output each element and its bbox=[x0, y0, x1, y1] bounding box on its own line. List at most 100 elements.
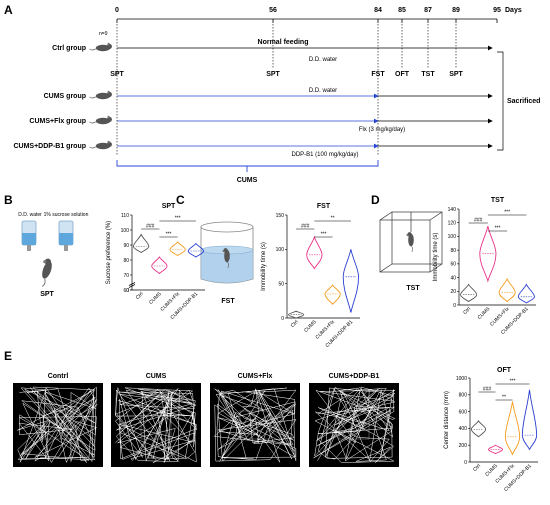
violin bbox=[521, 389, 538, 451]
y-axis-label: Center distance (mm) bbox=[444, 391, 450, 449]
bottle-icon bbox=[21, 220, 37, 251]
bottle-icon bbox=[58, 220, 74, 251]
violin bbox=[460, 283, 478, 303]
violin bbox=[517, 283, 535, 304]
test-label: FST bbox=[371, 71, 385, 78]
y-tick-label: 60 bbox=[123, 288, 129, 294]
x-tick-label: Ctrl bbox=[472, 463, 482, 473]
x-tick-label: Ctrl bbox=[135, 291, 145, 301]
chart-title: OFT bbox=[497, 367, 512, 374]
y-axis-label: Immobility time (s) bbox=[433, 233, 439, 282]
y-tick-label: 100 bbox=[121, 228, 130, 234]
significance-label: *** bbox=[175, 216, 181, 222]
panel-c: C FST bbox=[176, 193, 254, 305]
significance-label: *** bbox=[166, 232, 172, 238]
arena-center-zone bbox=[338, 410, 370, 440]
axis-break bbox=[128, 282, 136, 286]
group-label: CUMS+DDP-B1 group bbox=[13, 143, 86, 150]
y-tick-label: 60 bbox=[450, 262, 456, 268]
violin bbox=[487, 444, 504, 455]
chart-title: FST bbox=[317, 203, 331, 210]
test-label: SPT bbox=[266, 71, 280, 78]
y-tick-label: 50 bbox=[278, 281, 284, 287]
movement-track bbox=[17, 386, 98, 463]
y-tick-label: 100 bbox=[448, 234, 457, 240]
timeline-tick-label: 95 bbox=[493, 7, 501, 14]
panel-b: B D.D. water 1% sucrose solution SPT bbox=[4, 193, 89, 298]
mouse-icon bbox=[89, 90, 113, 100]
y-tick-label: 400 bbox=[459, 426, 468, 432]
sucrose-bottle-label: 1% sucrose solution bbox=[44, 212, 89, 218]
significance-label: *** bbox=[321, 232, 327, 238]
y-tick-label: 0 bbox=[126, 288, 129, 294]
box-icon bbox=[379, 211, 443, 273]
significance-label: ### bbox=[301, 224, 310, 230]
violin bbox=[470, 420, 487, 438]
y-tick-label: 1000 bbox=[456, 376, 467, 382]
y-tick-label: 120 bbox=[448, 221, 457, 227]
arena-title: CUMS bbox=[146, 373, 167, 380]
x-tick-label: CUMS bbox=[148, 291, 163, 306]
y-tick-label: 0 bbox=[464, 460, 467, 466]
y-tick-label: 100 bbox=[276, 247, 285, 253]
y-tick-label: 20 bbox=[450, 289, 456, 295]
violin bbox=[187, 242, 204, 258]
panel-letter: D bbox=[371, 193, 380, 207]
significance-label: ### bbox=[483, 387, 492, 393]
y-tick-label: 140 bbox=[448, 207, 457, 213]
flx-dose-label: Flx (3 mg/kg/day) bbox=[359, 127, 405, 133]
group-label: Ctrl group bbox=[52, 45, 86, 52]
y-tick-label: 80 bbox=[123, 258, 129, 264]
fst-caption: FST bbox=[221, 298, 235, 305]
cums-brace bbox=[116, 160, 379, 167]
test-label: OFT bbox=[395, 71, 410, 78]
panel-d: D TST bbox=[371, 193, 443, 292]
water-tank-icon bbox=[200, 221, 254, 284]
test-markers bbox=[116, 24, 457, 156]
mouse-icon bbox=[406, 231, 415, 253]
violin bbox=[151, 256, 168, 275]
y-tick-label: 90 bbox=[123, 243, 129, 249]
sacrificed-bracket bbox=[497, 51, 504, 151]
x-tick-label: CUMS bbox=[303, 319, 318, 334]
dd-water-cums-label: D.D. water bbox=[309, 88, 337, 94]
y-tick-label: 0 bbox=[453, 303, 456, 309]
mouse-icon bbox=[89, 140, 113, 150]
panel-letter: C bbox=[176, 193, 185, 207]
y-axis-label: Sucrose preference (%) bbox=[106, 221, 112, 284]
x-tick-label: Ctrl bbox=[290, 319, 300, 329]
test-label: TST bbox=[421, 71, 435, 78]
violin bbox=[498, 277, 516, 303]
y-tick-label: 600 bbox=[459, 409, 468, 415]
panel-letter: A bbox=[4, 3, 13, 17]
movement-track bbox=[115, 387, 197, 464]
timeline-tick-label: 0 bbox=[115, 7, 119, 14]
arena-center-zone bbox=[140, 410, 172, 440]
significance-label: ** bbox=[502, 395, 506, 401]
sacrificed-label: Sacrificed bbox=[507, 98, 540, 105]
dd-water-ctrl-label: D.D. water bbox=[309, 57, 337, 63]
mice bbox=[89, 42, 113, 150]
violin bbox=[169, 241, 186, 257]
arena-title: CUMS+Flx bbox=[238, 373, 273, 380]
significance-label: *** bbox=[495, 226, 501, 232]
y-tick-label: 800 bbox=[459, 393, 468, 399]
mouse-icon bbox=[34, 256, 55, 288]
y-tick-label: 110 bbox=[121, 213, 129, 219]
y-tick-label: 70 bbox=[123, 273, 129, 279]
group-label: CUMS+Flx group bbox=[29, 118, 86, 125]
x-tick-label: CUMS bbox=[477, 306, 492, 321]
panel-letter: B bbox=[4, 193, 13, 207]
spt-caption: SPT bbox=[40, 291, 54, 298]
timeline-tick-label: 84 bbox=[374, 7, 382, 14]
